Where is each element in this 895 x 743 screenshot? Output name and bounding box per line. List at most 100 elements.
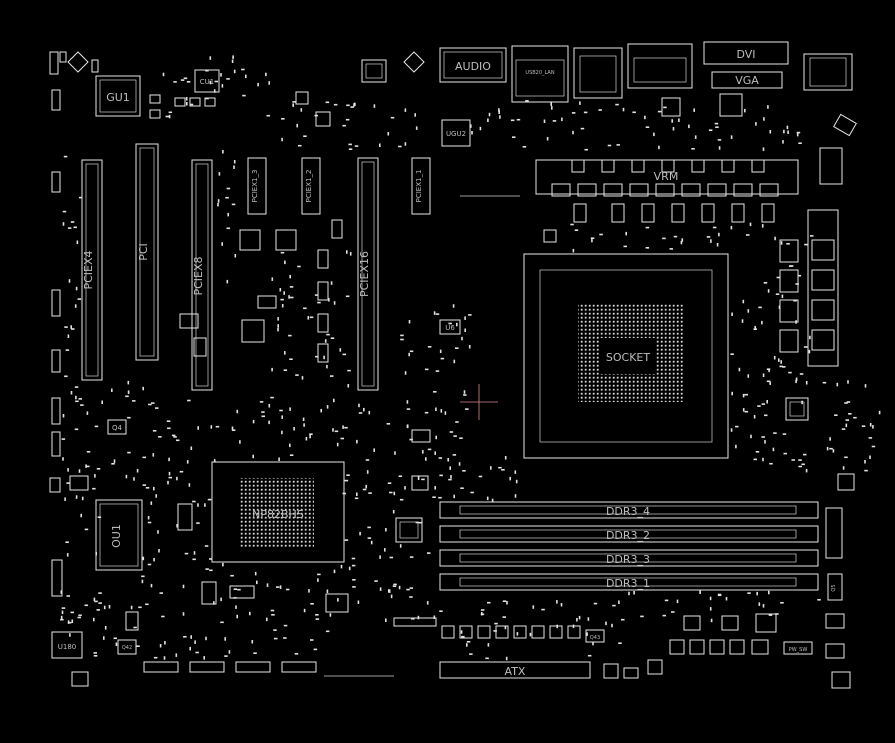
smd-pad	[780, 241, 783, 245]
smd-pad	[245, 74, 247, 79]
smd-pad	[271, 367, 273, 372]
smd-pad	[333, 398, 335, 403]
smd-pad	[294, 653, 299, 655]
smd-pad	[348, 143, 352, 146]
smd-pad	[352, 586, 356, 588]
pciex16-slot	[357, 157, 379, 391]
smd-pad	[165, 115, 169, 118]
smd-pad	[290, 296, 294, 299]
smd-pad	[406, 400, 409, 404]
smd-pad	[755, 451, 760, 453]
smd-pad	[373, 448, 375, 452]
smd-pad	[77, 298, 82, 300]
smd-pad	[249, 611, 251, 616]
smd-pad	[673, 235, 678, 238]
smd-pad	[774, 236, 776, 241]
smd-pad	[277, 324, 279, 328]
smd-pad	[84, 528, 89, 531]
smd-pad	[502, 616, 506, 618]
smd-pad	[292, 103, 294, 107]
smd-pad	[265, 72, 267, 77]
smd-pad	[153, 656, 158, 659]
smd-pad	[281, 304, 284, 308]
smd-pad	[808, 349, 811, 354]
smd-pad	[213, 89, 216, 93]
smd-pad	[593, 602, 598, 605]
smd-pad	[501, 469, 505, 471]
smd-pad	[315, 614, 319, 616]
smd-pad	[325, 630, 330, 633]
smd-pad	[293, 427, 295, 431]
smd-pad	[393, 583, 397, 586]
smd-pad	[95, 551, 97, 556]
pci-label: PCI	[137, 243, 150, 261]
smd-pad	[463, 390, 466, 394]
smd-pad	[556, 624, 558, 629]
cu1-label: CU1	[200, 78, 214, 86]
smd-pad	[356, 492, 358, 496]
smd-pad	[93, 652, 97, 654]
smd-pad	[803, 346, 808, 348]
ddr3-3-slot	[439, 549, 819, 567]
smd-pad	[504, 625, 507, 630]
smd-pad	[275, 586, 280, 588]
smd-pad	[368, 410, 371, 415]
smd-pad	[221, 84, 224, 88]
smd-pad	[363, 407, 365, 412]
smd-pad	[404, 486, 406, 490]
smd-pad	[297, 265, 301, 268]
smd-pad	[574, 229, 579, 231]
smd-pad	[583, 111, 588, 114]
smd-pad	[632, 111, 636, 114]
smd-pad	[753, 458, 757, 461]
smd-pad	[688, 124, 690, 129]
smd-pad	[302, 417, 305, 422]
smd-pad	[239, 440, 241, 444]
smd-pad	[281, 415, 283, 419]
smd-pad	[678, 118, 680, 122]
smd-pad	[469, 653, 473, 655]
smd-pad	[155, 494, 157, 498]
smd-pad	[168, 457, 170, 462]
smd-pad	[776, 276, 781, 279]
smd-pad	[141, 575, 145, 578]
smd-pad	[145, 603, 149, 606]
smd-pad	[787, 130, 789, 134]
smd-pad	[349, 252, 352, 256]
smd-pad	[746, 234, 750, 236]
smd-pad	[86, 411, 89, 415]
smd-pad	[645, 126, 650, 128]
smd-pad	[133, 477, 135, 481]
smd-pad	[556, 600, 558, 604]
smd-pad	[76, 240, 79, 244]
smd-pad	[142, 484, 147, 486]
smd-pad	[735, 425, 739, 428]
smd-pad	[218, 172, 221, 176]
q5-chip	[827, 573, 843, 601]
smd-pad	[572, 624, 575, 629]
smd-pad	[209, 56, 212, 60]
smd-pad	[379, 555, 381, 559]
smd-pad	[326, 405, 329, 409]
smd-pad	[342, 124, 346, 127]
smd-pad	[317, 578, 319, 582]
smd-pad	[448, 478, 452, 481]
smd-pad	[345, 295, 350, 298]
smd-pad	[188, 483, 191, 487]
smd-pad	[333, 103, 338, 106]
smd-pad	[871, 445, 876, 448]
smd-pad	[141, 579, 144, 584]
smd-pad	[158, 549, 160, 553]
smd-pad	[799, 373, 804, 375]
smd-pad	[782, 366, 786, 368]
pciex8-slot	[191, 159, 213, 391]
smd-pad	[769, 381, 771, 385]
smd-pad	[718, 146, 721, 150]
pciex1-2-label: PCIEX1_2	[305, 170, 313, 203]
smd-pad	[749, 222, 752, 227]
smd-pad	[470, 491, 474, 494]
smd-pad	[786, 243, 790, 245]
smd-pad	[205, 97, 209, 100]
smd-pad	[168, 476, 172, 479]
smd-pad	[315, 618, 320, 620]
